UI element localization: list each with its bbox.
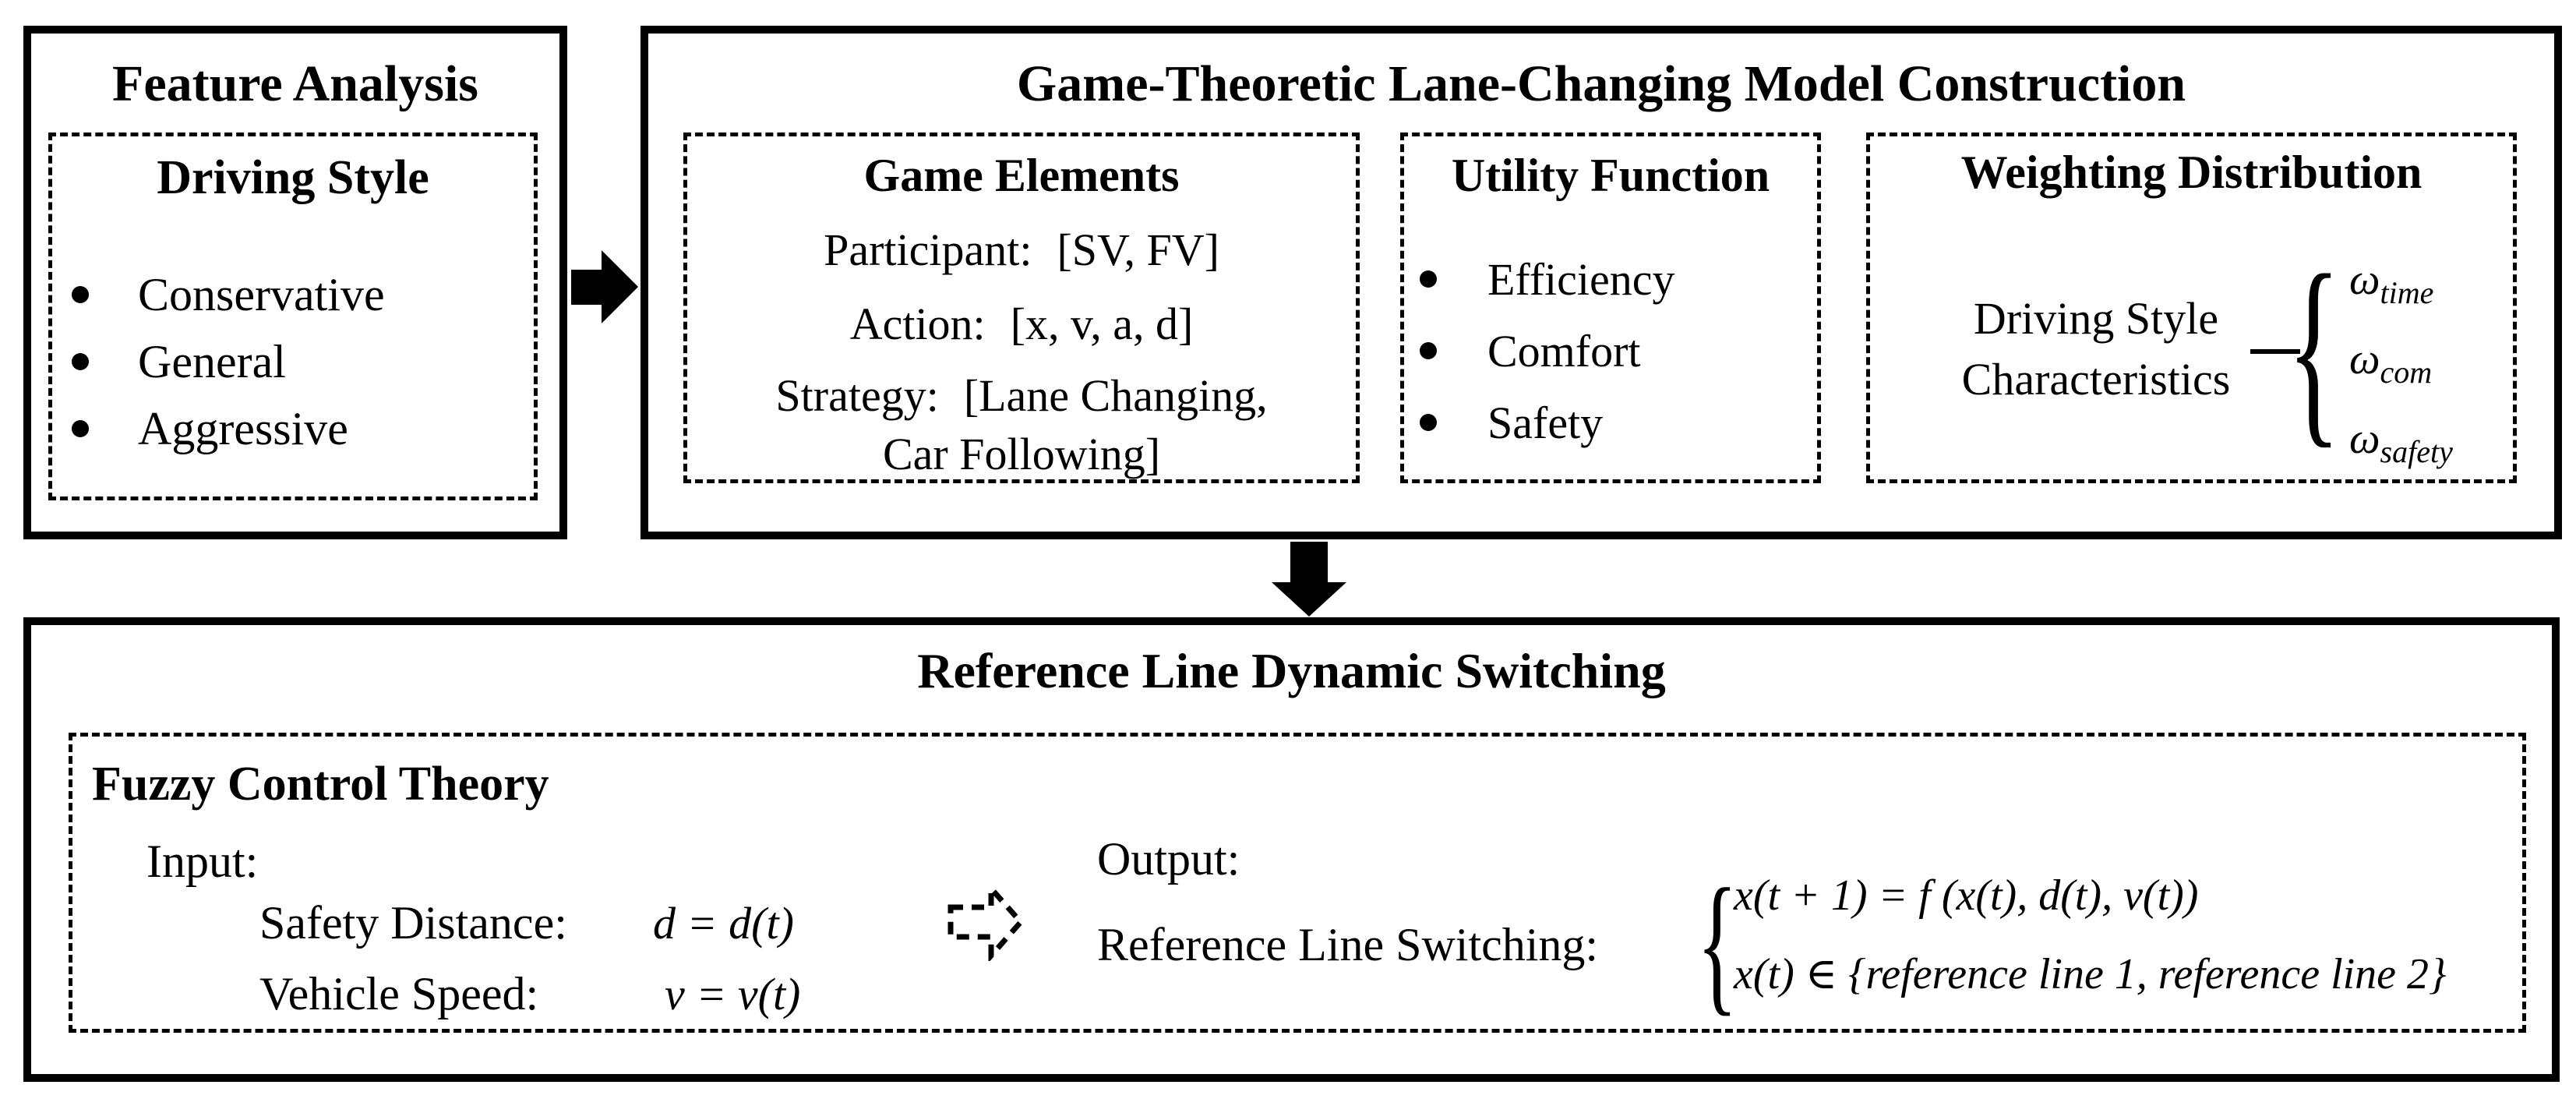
input-row-vehicle-speed: Vehicle Speed: v = v(t) bbox=[259, 967, 800, 1021]
dashed-arrow-icon bbox=[947, 883, 1025, 961]
driving-style-box: Driving Style Conservative General Aggre… bbox=[48, 133, 538, 500]
feature-analysis-title: Feature Analysis bbox=[112, 55, 478, 112]
utility-function-box: Utility Function Efficiency Comfort Safe… bbox=[1400, 133, 1821, 483]
list-item: Efficiency bbox=[1420, 253, 1809, 305]
down-arrow-icon bbox=[1290, 542, 1328, 583]
list-item: Conservative bbox=[72, 267, 526, 322]
game-elements-box: Game Elements Participant: [SV, FV] Actio… bbox=[683, 133, 1360, 483]
strategy-label: Strategy: bbox=[775, 370, 939, 421]
bullet-icon bbox=[72, 286, 89, 303]
utility-item: Safety bbox=[1487, 397, 1604, 448]
action-line: Action: [x, v, a, d] bbox=[687, 298, 1356, 350]
left-brace-icon: { bbox=[2287, 232, 2341, 465]
output-equation-2: x(t) ∈ {reference line 1, reference line… bbox=[1734, 950, 2447, 998]
bullet-icon bbox=[1420, 270, 1437, 288]
action-value: [x, v, a, d] bbox=[1010, 299, 1194, 349]
list-item: General bbox=[72, 334, 526, 389]
safety-distance-label: Safety Distance: bbox=[259, 897, 567, 949]
fuzzy-control-box: Fuzzy Control Theory Input: Safety Dista… bbox=[69, 733, 2526, 1033]
driving-style-item: Conservative bbox=[138, 268, 385, 320]
strategy-line-continuation: Car Following] bbox=[882, 429, 1161, 479]
output-equation-1: x(t + 1) = f (x(t), d(t), v(t)) bbox=[1734, 871, 2199, 920]
bullet-icon bbox=[72, 420, 89, 437]
utility-item: Efficiency bbox=[1487, 253, 1675, 305]
driving-style-item: General bbox=[138, 335, 286, 387]
input-label: Input: bbox=[146, 836, 259, 887]
bullet-icon bbox=[1420, 414, 1437, 431]
weight-symbol: ωcom bbox=[2349, 335, 2433, 390]
utility-function-title: Utility Function bbox=[1451, 150, 1770, 201]
driving-style-item: Aggressive bbox=[138, 402, 348, 454]
list-item: Aggressive bbox=[72, 401, 526, 456]
vehicle-speed-label: Vehicle Speed: bbox=[259, 968, 539, 1019]
utility-item: Comfort bbox=[1487, 325, 1641, 376]
driving-style-list: Conservative General Aggressive bbox=[72, 267, 526, 456]
left-brace-icon: { bbox=[1696, 856, 1738, 1030]
bullet-icon bbox=[72, 353, 89, 370]
reference-line-switching-box: Reference Line Dynamic Switching Fuzzy C… bbox=[23, 617, 2560, 1082]
vehicle-speed-formula: v = v(t) bbox=[665, 969, 801, 1019]
output-name: Reference Line Switching: bbox=[1097, 919, 1599, 970]
game-elements-title: Game Elements bbox=[863, 150, 1180, 201]
right-arrow-icon bbox=[571, 270, 602, 305]
output-label: Output: bbox=[1097, 833, 1240, 885]
down-arrow-head-icon bbox=[1272, 582, 1346, 617]
feature-analysis-box: Feature Analysis Driving Style Conservat… bbox=[23, 26, 567, 539]
driving-style-title: Driving Style bbox=[157, 151, 429, 204]
model-construction-box: Game-Theoretic Lane-Changing Model Const… bbox=[640, 26, 2562, 539]
input-row-safety-distance: Safety Distance: d = d(t) bbox=[259, 896, 794, 950]
driving-style-characteristics-label: Driving Style Characteristics bbox=[1961, 293, 2231, 405]
strategy-line: Strategy: [Lane Changing, bbox=[687, 369, 1356, 422]
safety-distance-formula: d = d(t) bbox=[653, 898, 794, 949]
action-label: Action: bbox=[849, 299, 986, 349]
connector-line bbox=[2250, 349, 2300, 354]
utility-function-list: Efficiency Comfort Safety bbox=[1420, 253, 1809, 448]
list-item: Comfort bbox=[1420, 325, 1809, 376]
weighting-distribution-title: Weighting Distribution bbox=[1960, 147, 2422, 198]
strategy-value: [Lane Changing, bbox=[963, 370, 1268, 421]
participant-label: Participant: bbox=[824, 224, 1032, 275]
reference-line-switching-title: Reference Line Dynamic Switching bbox=[917, 643, 1666, 698]
fuzzy-control-title: Fuzzy Control Theory bbox=[92, 758, 549, 811]
right-arrow-head-icon bbox=[602, 250, 638, 323]
weights-list: ωtime ωcom ωsafety bbox=[2349, 249, 2453, 469]
weight-symbol: ωtime bbox=[2349, 256, 2434, 311]
participant-line: Participant: [SV, FV] bbox=[687, 224, 1356, 276]
participant-value: [SV, FV] bbox=[1057, 224, 1219, 275]
list-item: Safety bbox=[1420, 397, 1809, 448]
bullet-icon bbox=[1420, 342, 1437, 359]
weight-symbol: ωsafety bbox=[2349, 415, 2453, 470]
weighting-distribution-box: Weighting Distribution Driving Style Cha… bbox=[1866, 133, 2517, 483]
model-construction-title: Game-Theoretic Lane-Changing Model Const… bbox=[1016, 55, 2186, 112]
